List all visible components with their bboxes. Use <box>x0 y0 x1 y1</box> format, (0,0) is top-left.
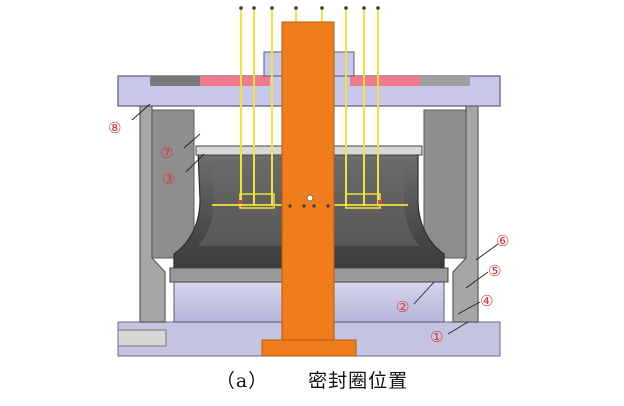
callout-6: ⑥ <box>496 232 509 250</box>
shaft-foot <box>261 339 357 357</box>
callout-7: ⑦ <box>160 144 173 162</box>
leader-8 <box>131 103 151 121</box>
leader-2 <box>413 281 435 305</box>
caption-prefix: （a） <box>215 370 269 392</box>
flange-gray-left <box>150 76 200 86</box>
leader-4 <box>457 301 481 315</box>
leader-5 <box>465 271 489 289</box>
leader-6 <box>475 243 499 261</box>
leader-3 <box>185 153 205 173</box>
leader-lines <box>131 103 499 335</box>
callout-8: ⑧ <box>108 119 121 137</box>
flange-gray-right <box>420 76 470 86</box>
callout-3: ③ <box>162 170 175 188</box>
flange-hot-left <box>200 76 270 86</box>
flange-hot-right <box>350 76 420 86</box>
base-foot-left <box>117 329 167 347</box>
leader-7 <box>183 133 201 149</box>
shaft-ports <box>288 204 330 208</box>
shaft-center-mark <box>306 194 314 202</box>
seal-markers <box>238 200 382 204</box>
callout-1: ① <box>430 328 443 346</box>
callout-4: ④ <box>480 292 493 310</box>
caption-title: 密封圈位置 <box>308 370 409 392</box>
callout-5: ⑤ <box>488 262 501 280</box>
right-inner-liner <box>423 109 467 259</box>
left-inner-liner <box>151 109 195 259</box>
figure-caption: （a） 密封圈位置 <box>0 366 624 393</box>
center-shaft <box>281 21 335 353</box>
seal-position-diagram: ⑧ ⑦ ③ ⑥ ⑤ ④ ② ① <box>108 6 509 357</box>
wire-tips <box>239 6 380 10</box>
callout-2: ② <box>396 298 409 316</box>
leader-1 <box>447 321 469 335</box>
